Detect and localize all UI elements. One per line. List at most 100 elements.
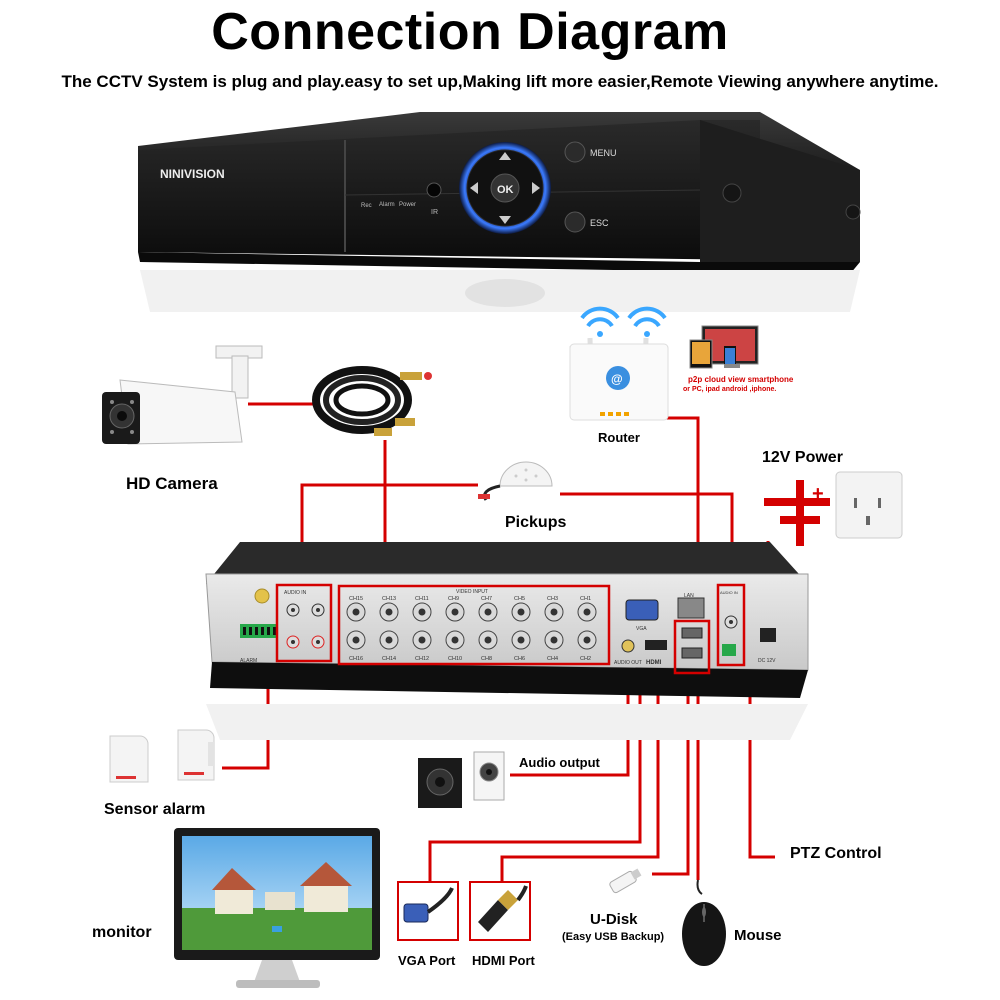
video-input-highlight — [337, 584, 611, 666]
channel-label-ch13: CH13 — [382, 596, 396, 602]
bnc-center-pin — [385, 636, 393, 644]
esc-label: ESC — [590, 218, 609, 228]
usb-disk-icon — [609, 868, 642, 894]
audio-output-label: Audio output — [519, 755, 600, 770]
bnc-center-pin — [352, 608, 360, 616]
channel-label-ch7: CH7 — [481, 596, 492, 602]
arrow-down-icon — [499, 216, 511, 224]
esc-button[interactable] — [564, 211, 586, 233]
alarm-knob-icon — [254, 588, 270, 604]
power-symbol-icon: + — [764, 480, 830, 546]
channel-label-ch10: CH10 — [448, 656, 462, 662]
dc-port-label: DC 12V — [758, 658, 776, 664]
channel-label-ch2: CH2 — [580, 656, 591, 662]
page-subtitle: The CCTV System is plug and play.easy to… — [61, 72, 939, 91]
bnc-center-pin — [418, 636, 426, 644]
bnc-row-top: CH15 CH13 CH11 CH9 CH7 CH5 CH3 CH1 — [346, 596, 597, 622]
bnc-center-pin — [583, 636, 591, 644]
mouse-icon — [682, 879, 726, 966]
svg-text:+: + — [812, 483, 824, 505]
audio-in-right-label: AUDIO IN — [720, 590, 738, 595]
speakers-icon — [418, 751, 505, 808]
lan-port-label: LAN — [684, 593, 694, 599]
alarm-port-label: ALARM — [240, 658, 257, 664]
dpad-control[interactable]: OK — [459, 142, 551, 234]
pickups-label: Pickups — [505, 514, 567, 531]
mouse-label: Mouse — [734, 927, 782, 944]
channel-label-ch14: CH14 — [382, 656, 396, 662]
audio-out-port — [621, 639, 635, 653]
channel-label-ch16: CH16 — [349, 656, 363, 662]
channel-label-ch4: CH4 — [547, 656, 558, 662]
channel-label-ch12: CH12 — [415, 656, 429, 662]
indicator-rec: Rec — [361, 203, 372, 209]
dc-power-port — [760, 628, 776, 642]
bnc-center-pin — [451, 636, 459, 644]
bnc-center-pin — [451, 608, 459, 616]
bnc-center-pin — [550, 608, 558, 616]
channel-label-ch15: CH15 — [349, 596, 363, 602]
arrow-up-icon — [499, 152, 511, 160]
hd-camera-icon — [102, 345, 263, 445]
usb-port-2 — [681, 647, 703, 659]
p2p-text-line1: p2p cloud view smartphone — [688, 375, 794, 384]
arrow-left-icon — [470, 182, 478, 194]
wall-socket-icon — [835, 471, 903, 539]
channel-label-ch5: CH5 — [514, 596, 525, 602]
router-icon: @ — [569, 306, 669, 421]
video-input-label: VIDEO INPUT — [456, 589, 488, 595]
audio-out-label: AUDIO OUT — [614, 660, 642, 666]
bnc-center-pin — [484, 636, 492, 644]
vga-cable-icon — [403, 887, 454, 923]
dvr-brand: NINIVISION — [160, 167, 225, 181]
vga-port-label: VGA — [636, 626, 647, 632]
router-label: Router — [598, 430, 640, 445]
p2p-text-line2: or PC, ipad android ,iphone. — [683, 386, 777, 393]
indicator-power: Power — [399, 202, 416, 208]
audio-in-port-label: AUDIO IN — [284, 590, 307, 596]
channel-label-ch9: CH9 — [448, 596, 459, 602]
wifi-icon — [580, 306, 667, 328]
bnc-center-pin — [418, 608, 426, 616]
arrow-right-icon — [532, 182, 540, 194]
channel-label-ch8: CH8 — [481, 656, 492, 662]
page-title: Connection Diagram — [211, 3, 729, 61]
bnc-cable-icon — [312, 366, 432, 436]
vga-port-label: VGA Port — [398, 953, 456, 968]
pickup-microphone-icon — [478, 461, 553, 501]
channel-label-ch3: CH3 — [547, 596, 558, 602]
usb-port-1 — [681, 627, 703, 639]
hdmi-cable-icon — [478, 885, 528, 932]
bnc-center-pin — [385, 608, 393, 616]
audio-in-right-highlight — [716, 583, 746, 667]
devices-icon — [689, 325, 759, 369]
bnc-center-pin — [583, 608, 591, 616]
hd-camera-label: HD Camera — [126, 474, 218, 493]
bnc-center-pin — [517, 608, 525, 616]
hdmi-port-label: HDMI — [646, 660, 662, 666]
dvr-front: NINIVISION Rec Alarm Power IR OK MENU ES… — [138, 112, 861, 312]
channel-label-ch11: CH11 — [415, 596, 429, 602]
udisk-sub-label: (Easy USB Backup) — [562, 931, 665, 943]
monitor-icon — [174, 828, 380, 988]
udisk-label: U-Disk — [590, 911, 638, 928]
channel-label-ch1: CH1 — [580, 596, 591, 602]
bnc-center-pin — [550, 636, 558, 644]
ir-sensor-icon — [426, 182, 442, 198]
monitor-label: monitor — [92, 924, 152, 941]
channel-label-ch6: CH6 — [514, 656, 525, 662]
ptz-terminal — [722, 644, 736, 656]
bnc-center-pin — [352, 636, 360, 644]
lan-port — [677, 597, 705, 619]
bnc-row-bottom: CH16 CH14 CH12 CH10 CH8 CH6 CH4 CH2 — [346, 630, 597, 662]
vga-port — [625, 599, 659, 621]
audio-in-ports — [286, 603, 325, 649]
menu-button[interactable] — [564, 141, 586, 163]
menu-label: MENU — [590, 148, 617, 158]
svg-text:@: @ — [611, 372, 623, 386]
sensor-alarm-label: Sensor alarm — [104, 801, 206, 818]
hdmi-port — [645, 640, 667, 650]
ir-label: IR — [431, 209, 438, 216]
